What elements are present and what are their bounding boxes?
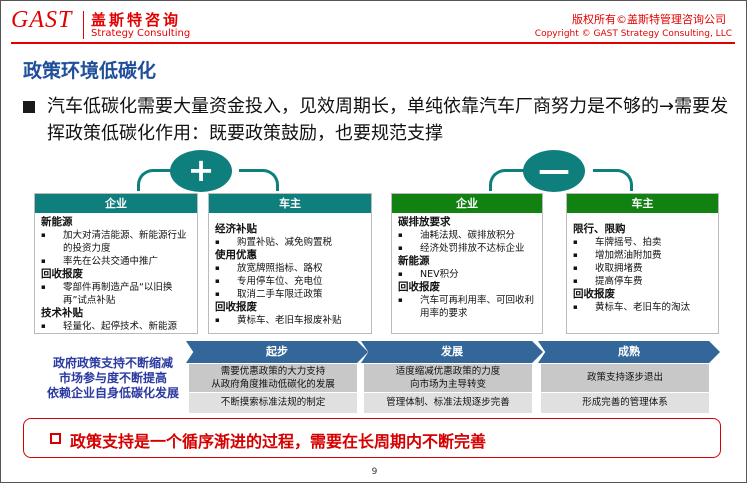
plus-circle-icon: + <box>170 150 232 192</box>
box-item: 增加燃油附加费 <box>573 249 712 262</box>
box-header: 车主 <box>567 194 718 213</box>
main-bullet: 汽车低碳化需要大量资金投入，见效周期长，单纯依靠汽车厂商努力是不够的→需要发挥政… <box>47 96 729 144</box>
checkbox-square-icon <box>50 433 61 444</box>
logo-divider <box>83 11 84 39</box>
box-item: 率先在公共交通中推广 <box>41 255 191 268</box>
box-heading: 新能源 <box>41 216 73 228</box>
box-item: 汽车可再利用率、可回收利用率的要求 <box>398 294 536 320</box>
policy-box: 企业新能源加大对清洁能源、新能源行业的投资力度率先在公共交通中推广回收报废零部件… <box>34 193 198 334</box>
box-heading: 回收报废 <box>215 301 257 313</box>
box-item: 专用停车位、充电位 <box>215 275 365 288</box>
curved-arrow-right-icon <box>593 169 633 191</box>
curved-arrow-left-icon <box>137 169 177 191</box>
box-header: 企业 <box>392 194 542 213</box>
brand-name-en: Strategy Consulting <box>91 28 191 39</box>
header-divider <box>11 42 735 44</box>
box-item: 车牌摇号、拍卖 <box>573 236 712 249</box>
stage-chevron: 成熟 <box>538 341 720 363</box>
stage-description: 适度缩减优惠政策的力度 向市场为主导转变 <box>364 364 532 392</box>
trend-line: 市场参与度不断提高 <box>58 371 167 385</box>
box-item: 收取拥堵费 <box>573 262 712 275</box>
minus-circle-icon: — <box>523 150 585 192</box>
box-item: 黄标车、老旧车报废补贴 <box>215 314 365 327</box>
box-item: 经济处罚排放不达标企业 <box>398 242 536 255</box>
trend-line: 政府政策支持不断缩减 <box>52 356 173 370</box>
trend-text: 政府政策支持不断缩减 市场参与度不断提高 依赖企业自身低碳化发展 <box>37 356 189 401</box>
box-item: 轻量化、起停技术、新能源 <box>41 320 191 333</box>
box-heading: 碳排放要求 <box>398 216 451 228</box>
box-heading: 新能源 <box>398 255 430 267</box>
box-header: 企业 <box>35 194 197 213</box>
stage-detail: 形成完善的管理体系 <box>541 393 709 413</box>
conclusion-text: 政策支持是一个循序渐进的过程，需要在长周期内不断完善 <box>70 432 487 451</box>
box-heading: 回收报废 <box>573 288 615 300</box>
box-item: 油耗法规、碳排放积分 <box>398 229 536 242</box>
box-heading: 使用优惠 <box>215 249 257 261</box>
page-number: 9 <box>371 467 378 477</box>
copyright-en: Copyright © GAST Strategy Consulting, LL… <box>534 29 732 39</box>
box-item: 放宽牌照指标、路权 <box>215 262 365 275</box>
stage-description: 政策支持逐步退出 <box>541 364 709 392</box>
stage-description: 需要优惠政策的大力支持 从政府角度推动低碳化的发展 <box>189 364 357 392</box>
box-item: 提高停车费 <box>573 275 712 288</box>
box-heading: 限行、限购 <box>573 223 626 235</box>
copyright-cn: 版权所有©盖斯特管理咨询公司 <box>572 13 726 26</box>
box-item: 零部件再制造产品“以旧换再”试点补贴 <box>41 281 191 307</box>
box-heading: 回收报废 <box>398 281 440 293</box>
stage-chevron: 起步 <box>186 341 368 363</box>
box-heading: 技术补贴 <box>41 307 83 319</box>
box-heading: 经济补贴 <box>215 223 257 235</box>
box-item: 取消二手车限迁政策 <box>215 288 365 301</box>
curved-arrow-left-icon <box>489 169 529 191</box>
stage-detail: 不断摸索标准法规的制定 <box>189 393 357 413</box>
brand-name-cn: 盖斯特咨询 <box>91 11 182 29</box>
policy-box: 车主经济补贴购置补贴、减免购置税使用优惠放宽牌照指标、路权专用停车位、充电位取消… <box>208 193 372 334</box>
box-item: NEV积分 <box>398 268 536 281</box>
stage-detail: 管理体制、标准法规逐步完善 <box>364 393 532 413</box>
policy-box: 企业碳排放要求油耗法规、碳排放积分经济处罚排放不达标企业新能源NEV积分回收报废… <box>391 193 543 334</box>
box-heading: 回收报废 <box>41 268 83 280</box>
stage-chevron: 发展 <box>361 341 543 363</box>
curved-arrow-right-icon <box>239 169 279 191</box>
policy-box: 车主限行、限购车牌摇号、拍卖增加燃油附加费收取拥堵费提高停车费回收报废黄标车、老… <box>566 193 719 334</box>
bullet-square-icon <box>23 101 35 113</box>
gast-logo: GAST <box>11 7 73 33</box>
trend-line: 依赖企业自身低碳化发展 <box>46 386 179 400</box>
box-item: 加大对清洁能源、新能源行业的投资力度 <box>41 229 191 255</box>
box-header: 车主 <box>209 194 371 213</box>
conclusion-box: 政策支持是一个循序渐进的过程，需要在长周期内不断完善 <box>23 418 721 458</box>
box-item: 购置补贴、减免购置税 <box>215 236 365 249</box>
box-item: 黄标车、老旧车的淘汰 <box>573 301 712 314</box>
page-title: 政策环境低碳化 <box>23 60 157 82</box>
